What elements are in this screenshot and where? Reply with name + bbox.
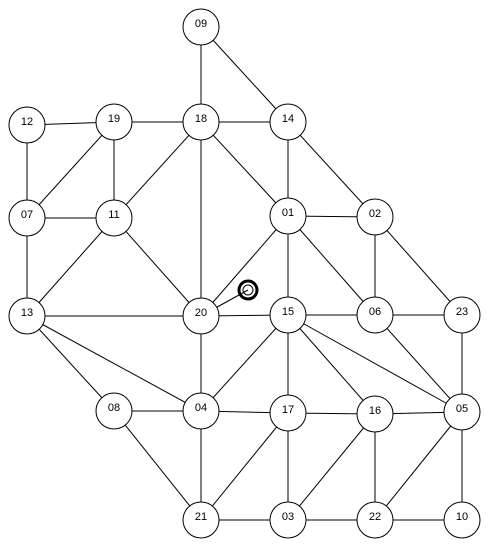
node-17: 17 <box>269 394 307 432</box>
node-23: 23 <box>443 296 481 334</box>
node-label: 11 <box>108 209 119 221</box>
node-16: 16 <box>356 395 394 433</box>
edge-08-21 <box>113 410 202 521</box>
edge-02-23 <box>374 216 463 316</box>
node-label: 10 <box>456 511 468 523</box>
node-label: 13 <box>21 307 33 319</box>
double-ring-marker-icon <box>200 279 259 317</box>
edge-18-11 <box>113 121 202 219</box>
node-07: 07 <box>8 199 46 237</box>
node-circle <box>269 103 307 141</box>
edge-15-05 <box>287 314 463 413</box>
node-circle <box>8 106 46 144</box>
node-circle <box>182 297 220 335</box>
node-circle <box>269 197 307 235</box>
edge-01-20 <box>200 215 289 317</box>
node-02: 02 <box>356 198 394 236</box>
edge-05-22 <box>374 411 463 521</box>
node-circle <box>95 103 133 141</box>
node-circle <box>182 392 220 430</box>
node-04: 04 <box>182 392 220 430</box>
node-21: 21 <box>182 501 220 539</box>
node-circle <box>95 199 133 237</box>
edge-16-03 <box>287 413 376 521</box>
edge-11-20 <box>113 217 202 317</box>
edge-14-02 <box>287 121 376 218</box>
node-01: 01 <box>269 197 307 235</box>
node-label: 01 <box>282 207 294 219</box>
node-label: 08 <box>108 402 120 414</box>
node-15: 15 <box>269 296 307 334</box>
edge-19-07 <box>26 121 115 219</box>
node-label: 07 <box>21 209 33 221</box>
node-label: 09 <box>195 18 207 30</box>
node-label: 03 <box>282 511 294 523</box>
node-label: 04 <box>195 402 207 414</box>
node-13: 13 <box>8 297 46 335</box>
node-circle <box>182 103 220 141</box>
edge-06-05 <box>374 314 463 413</box>
node-circle <box>8 199 46 237</box>
nodes-layer: 09 12 19 18 14 07 11 01 02 13 20 15 06 23 08 04 17 16 05 21… <box>8 8 481 539</box>
node-09: 09 <box>182 8 220 46</box>
edge-01-06 <box>287 215 376 316</box>
marker-layer <box>200 279 259 317</box>
edge-09-14 <box>200 26 289 123</box>
node-label: 20 <box>195 307 207 319</box>
node-22: 22 <box>356 501 394 539</box>
edge-15-04 <box>200 314 289 412</box>
node-circle <box>182 8 220 46</box>
node-14: 14 <box>269 103 307 141</box>
node-03: 03 <box>269 501 307 539</box>
edge-17-21 <box>200 412 289 521</box>
node-19: 19 <box>95 103 133 141</box>
node-label: 19 <box>108 113 120 125</box>
node-06: 06 <box>356 296 394 334</box>
node-circle <box>356 296 394 334</box>
node-label: 16 <box>369 405 381 417</box>
node-label: 15 <box>282 306 294 318</box>
node-10: 10 <box>443 501 481 539</box>
node-label: 23 <box>456 306 468 318</box>
node-label: 21 <box>195 511 207 523</box>
node-circle <box>356 501 394 539</box>
node-circle <box>269 296 307 334</box>
node-11: 11 <box>95 199 133 237</box>
edge-13-08 <box>26 315 115 412</box>
node-circle <box>95 392 133 430</box>
node-circle <box>269 501 307 539</box>
node-label: 17 <box>282 404 294 416</box>
node-label: 12 <box>21 116 33 128</box>
node-08: 08 <box>95 392 133 430</box>
node-circle <box>443 393 481 431</box>
edge-13-04 <box>26 315 202 412</box>
node-circle <box>443 296 481 334</box>
node-circle <box>182 501 220 539</box>
node-circle <box>8 297 46 335</box>
edge-11-13 <box>26 217 115 317</box>
node-label: 06 <box>369 306 381 318</box>
node-label: 22 <box>369 511 381 523</box>
edges-layer <box>26 26 463 521</box>
node-05: 05 <box>443 393 481 431</box>
node-20: 20 <box>182 297 220 335</box>
node-circle <box>356 198 394 236</box>
node-circle <box>356 395 394 433</box>
edge-15-16 <box>287 314 376 415</box>
node-12: 12 <box>8 106 46 144</box>
node-circle <box>443 501 481 539</box>
node-circle <box>269 394 307 432</box>
node-18: 18 <box>182 103 220 141</box>
marker-inner-ring <box>242 284 254 296</box>
node-label: 05 <box>456 403 468 415</box>
edge-18-01 <box>200 121 289 217</box>
node-label: 02 <box>369 208 381 220</box>
marker-outer-ring <box>237 279 259 301</box>
node-label: 14 <box>282 113 294 125</box>
node-label: 18 <box>195 113 207 125</box>
